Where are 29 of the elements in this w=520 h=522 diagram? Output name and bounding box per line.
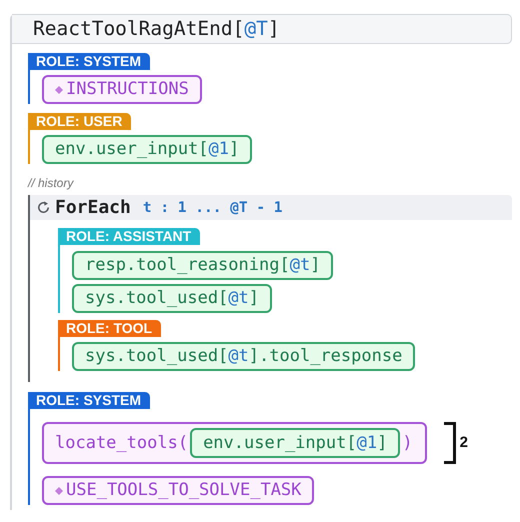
constant-block	[42, 75, 202, 104]
variable-slot: sys.tool_used[@t].tool_response	[72, 342, 416, 371]
role-section	[28, 53, 202, 104]
role-label: ROLE: USER	[28, 113, 132, 130]
role-label: ROLE: TOOL	[58, 320, 162, 337]
constant-name: INSTRUCTIONS	[66, 78, 189, 101]
role-section	[28, 392, 468, 505]
repeat-count: 2	[460, 434, 468, 452]
constant-name: USE_TOOLS_TO_SOLVE_TASK	[66, 479, 302, 502]
variable-slot: resp.tool_reasoning[@t]	[72, 251, 334, 280]
program-block	[10, 14, 512, 510]
variable-slot: env.user_input[@1]	[42, 135, 252, 164]
function-call	[42, 422, 427, 464]
function-name: locate_tools(	[55, 432, 188, 454]
role-section	[58, 228, 334, 313]
variable-slot: sys.tool_used[@t]	[72, 284, 272, 313]
role-section	[58, 320, 416, 371]
role-label: ROLE: SYSTEM	[28, 53, 150, 70]
loop-range: t : 1 ... @T - 1	[142, 198, 283, 218]
role-label: ROLE: ASSISTANT	[58, 228, 200, 245]
loop-block	[28, 195, 512, 382]
constant-block	[42, 476, 314, 505]
role-section	[28, 113, 252, 164]
closing-paren: )	[402, 432, 413, 454]
role-label: ROLE: SYSTEM	[28, 392, 150, 409]
loop-keyword: ForEach	[55, 196, 131, 218]
comment: // history	[28, 176, 74, 190]
variable-slot: env.user_input[@1]	[190, 428, 400, 458]
program-title: ReactToolRagAtEnd[@T]	[33, 16, 280, 42]
